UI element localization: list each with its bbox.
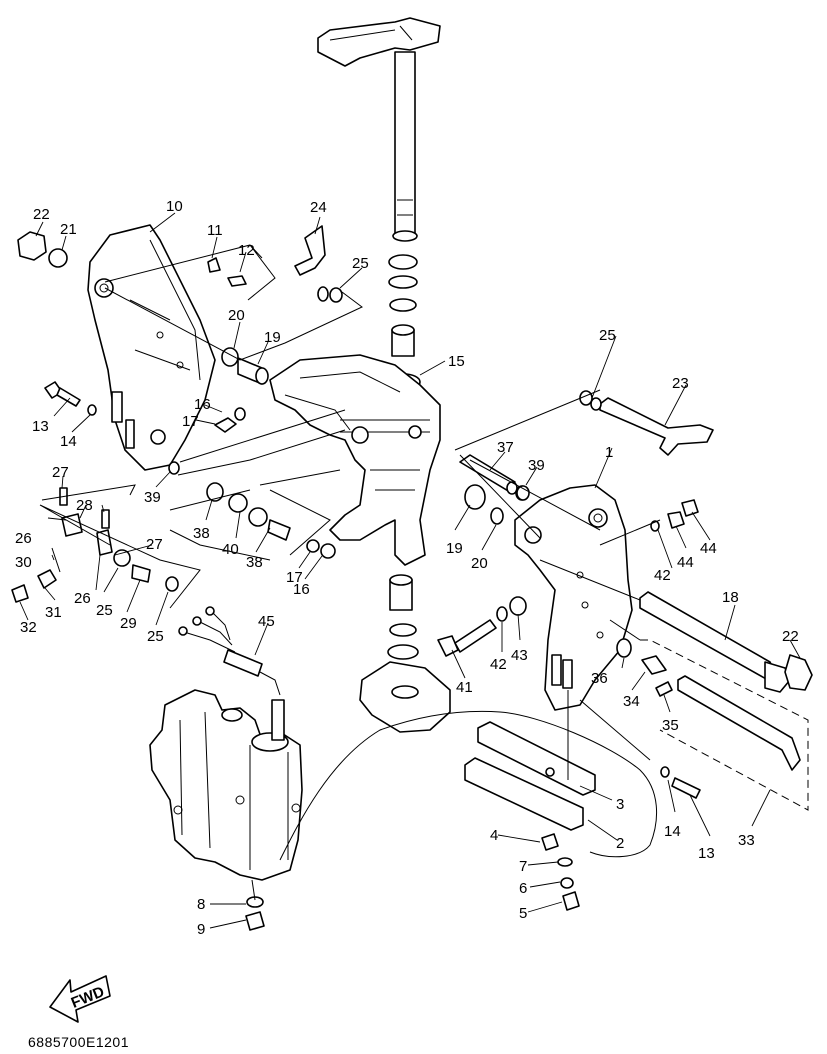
right-clamp-bracket: [514, 484, 633, 711]
left-clamp-bracket: [87, 224, 216, 471]
callout-25-right: 25: [599, 327, 616, 344]
callout-21: 21: [60, 221, 77, 238]
anode-plates: [464, 721, 596, 831]
steering-lever: [579, 390, 714, 456]
callout-19-right: 19: [446, 540, 463, 557]
callout-29: 29: [120, 615, 137, 632]
callout-19: 19: [264, 329, 281, 346]
callout-30: 30: [15, 554, 32, 571]
callout-23: 23: [672, 375, 689, 392]
callout-12: 12: [238, 242, 255, 259]
callout-27-lower: 27: [146, 536, 163, 553]
callout-34: 34: [623, 693, 640, 710]
callout-10: 10: [166, 198, 183, 215]
callout-26: 26: [15, 530, 32, 547]
callout-43: 43: [511, 647, 528, 664]
lower-mount: [359, 574, 451, 733]
callout-24: 24: [310, 199, 327, 216]
callout-17-lower: 17: [286, 569, 303, 586]
steering-handle-shaft: [317, 17, 441, 242]
callout-4: 4: [490, 827, 498, 844]
callout-39-right: 39: [528, 457, 545, 474]
callout-22-right: 22: [782, 628, 799, 645]
callout-9: 9: [197, 921, 205, 938]
callout-40: 40: [222, 541, 239, 558]
callout-15: 15: [448, 353, 465, 370]
callout-20-right: 20: [471, 555, 488, 572]
trim-tilt-unit: [149, 689, 303, 881]
tilt-rod: [639, 591, 813, 693]
callout-3: 3: [616, 796, 624, 813]
callout-11: 11: [207, 222, 223, 239]
assembly-guide-lines: [39, 244, 809, 901]
callout-44: 44: [677, 554, 694, 571]
small-hardware: [11, 231, 801, 931]
callout-13-right: 13: [698, 845, 715, 862]
wire-harness: [178, 606, 281, 696]
callout-6: 6: [519, 880, 527, 897]
callout-16-lower: 16: [293, 581, 310, 598]
callout-28: 28: [76, 497, 93, 514]
callout-26-lower: 26: [74, 590, 91, 607]
bolt-41: [437, 596, 527, 657]
callout-39: 39: [144, 489, 161, 506]
callout-17: 17: [182, 413, 199, 430]
fwd-arrow: FWD: [49, 975, 111, 1023]
callout-1: 1: [605, 444, 613, 461]
callout-16: 16: [194, 396, 211, 413]
callout-7: 7: [519, 858, 527, 875]
fwd-label: FWD: [69, 983, 107, 1012]
callout-38-lower: 38: [246, 554, 263, 571]
callout-32: 32: [20, 619, 37, 636]
callout-31: 31: [45, 604, 62, 621]
callout-38: 38: [193, 525, 210, 542]
callout-25: 25: [352, 255, 369, 272]
callout-44-b: 44: [700, 540, 717, 557]
swivel-bracket: [269, 354, 441, 566]
callout-42: 42: [654, 567, 671, 584]
callout-5: 5: [519, 905, 527, 922]
callout-8: 8: [197, 896, 205, 913]
callout-45: 45: [258, 613, 275, 630]
bracket-24: [294, 225, 326, 276]
callout-14-right: 14: [664, 823, 681, 840]
callout-42-lower: 42: [490, 656, 507, 673]
callout-33: 33: [738, 832, 755, 849]
callout-13: 13: [32, 418, 49, 435]
callout-25-lower-b: 25: [147, 628, 164, 645]
callout-25-lower-a: 25: [96, 602, 113, 619]
leader-lines: [19, 212, 801, 929]
callout-18: 18: [722, 589, 739, 606]
callout-27: 27: [52, 464, 69, 481]
drawing-code: 6885700E1201: [28, 1034, 129, 1050]
callout-numbers: 22 21 10 11 12 24 25 20 19 15 13 14 16 1…: [15, 198, 799, 938]
callout-37: 37: [497, 439, 514, 456]
callout-20: 20: [228, 307, 245, 324]
callout-36: 36: [591, 670, 608, 687]
callout-2: 2: [616, 835, 624, 852]
callout-41: 41: [456, 679, 473, 696]
callout-22: 22: [33, 206, 50, 223]
callout-35: 35: [662, 717, 679, 734]
callout-14: 14: [60, 433, 77, 450]
